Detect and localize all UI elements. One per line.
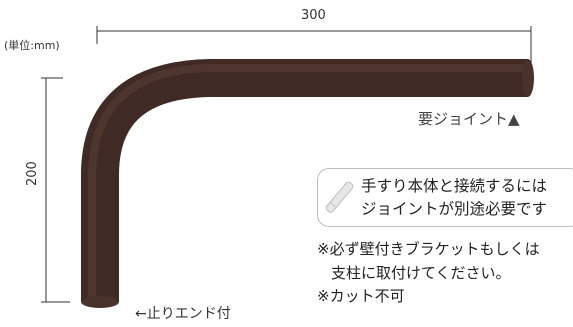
joint-required-label: 要ジョイント▲ [418,110,520,128]
remark-line-1: ※必ず壁付きブラケットもしくは [317,240,540,258]
stop-end-label: ←止りエンド付 [135,306,231,322]
width-dimension-value: 300 [301,8,326,23]
handrail-body [81,59,528,302]
remark-line-2: 支柱に取付けてください。 [331,264,511,282]
remark-line-3: ※カット不可 [317,287,405,305]
joint-note-box [317,168,573,227]
joint-part-icon [325,181,354,213]
note-line-1: 手すり本体と接続するには [361,177,548,195]
height-dimension-value: 200 [25,161,40,186]
note-line-2: ジョイントが別途必要です [361,200,548,218]
joint-end-cap [522,59,534,97]
unit-label: (単位:mm) [4,39,60,52]
stop-end-cap [81,296,119,308]
